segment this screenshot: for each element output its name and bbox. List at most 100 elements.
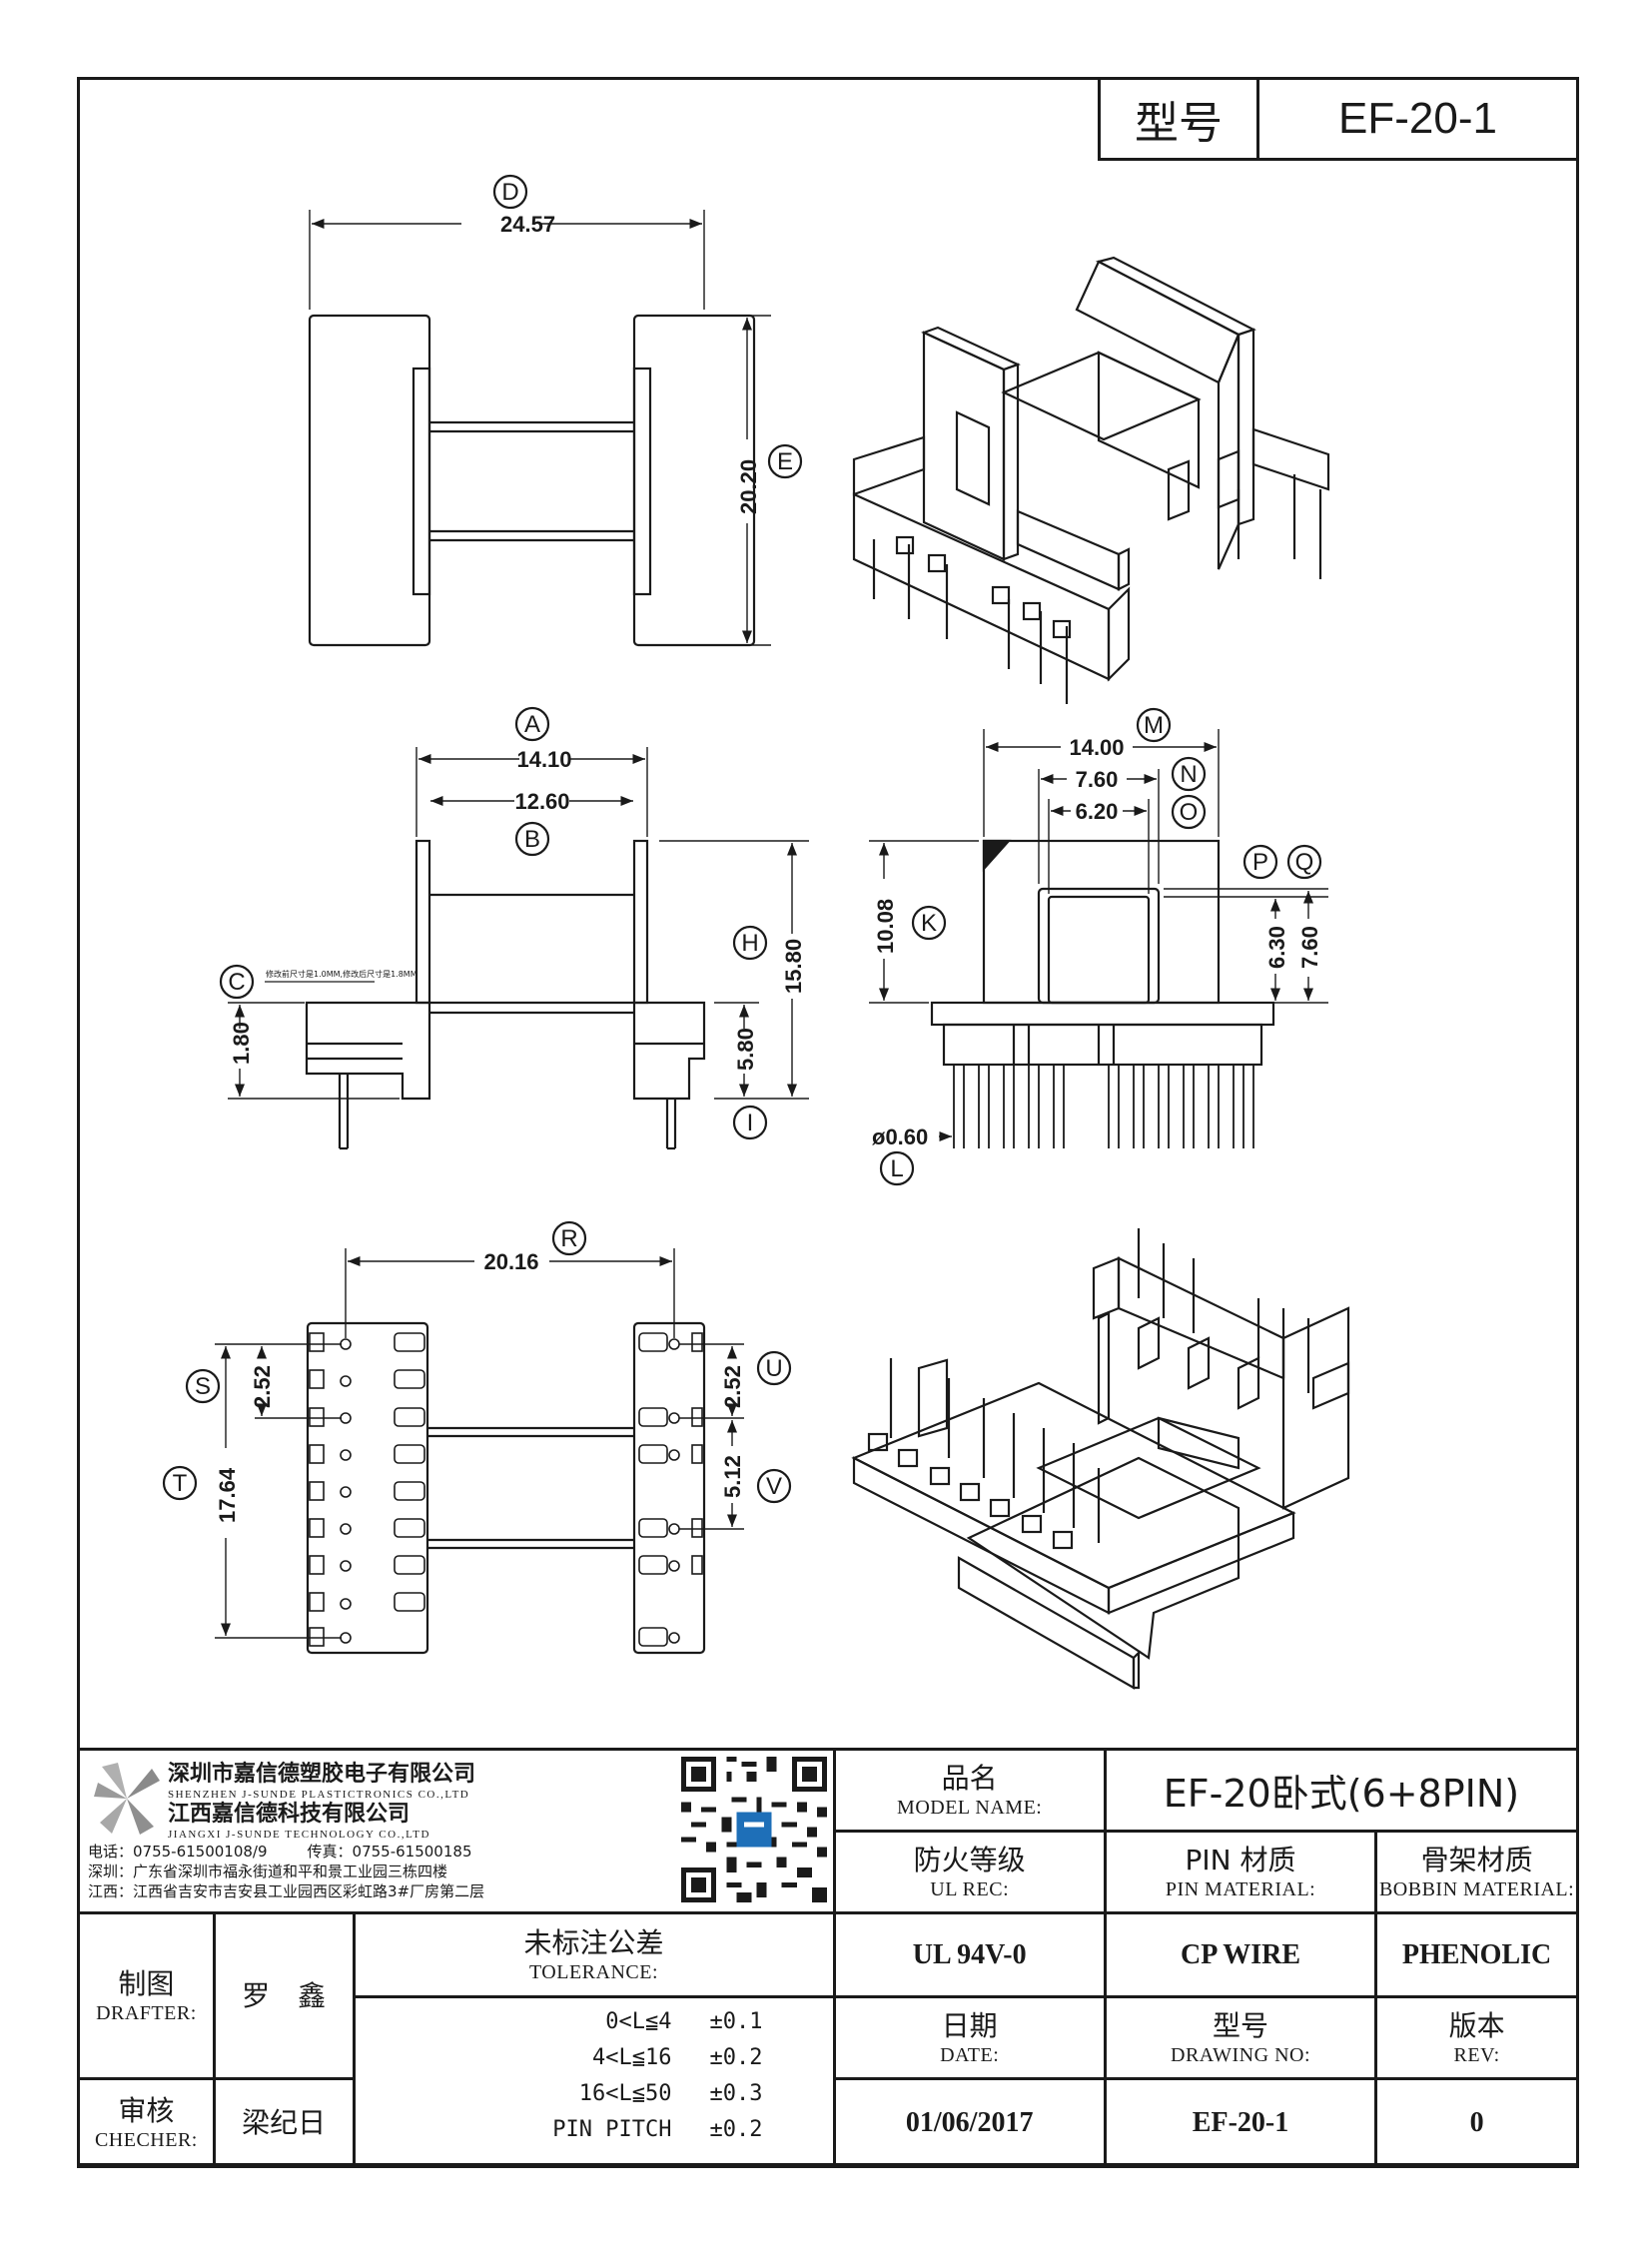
tolerance-value: ±0.1 — [709, 2009, 763, 2034]
tag-n-circle — [1171, 756, 1207, 792]
dim-t-value: 17.64 — [215, 1467, 240, 1523]
tag-d: D — [501, 179, 518, 206]
qr-code — [680, 1757, 827, 1902]
tag-b-circle — [514, 821, 550, 857]
tag-k: K — [921, 910, 937, 937]
tag-m: M — [1144, 712, 1164, 739]
checker-label-cn: 审核 — [118, 2093, 175, 2127]
dim-u-value: 2.52 — [720, 1365, 745, 1408]
drafter-label: 制图 DRAFTER: — [77, 1911, 216, 2080]
tag-h: H — [741, 930, 758, 957]
company-fax: 传真：0755-61500185 — [307, 1842, 472, 1861]
ul-label-cn: 防火等级 — [913, 1843, 1026, 1876]
dim-k-value: 10.08 — [873, 899, 898, 954]
top-view-right-step — [632, 367, 652, 596]
checker-value-text: 梁纪日 — [242, 2105, 327, 2139]
tolerance-range: 0<L≦4 — [605, 2009, 672, 2034]
model-label-text: 型号 — [1135, 98, 1223, 149]
dim-e-value: 20.20 — [736, 459, 761, 514]
checker-label-en: CHECHER: — [94, 2128, 198, 2151]
drawing-no-label: 型号 DRAWING NO: — [1103, 1995, 1378, 2080]
company-name-jx-en: JIANGXI J-SUNDE TECHNOLOGY CO.,LTD — [168, 1828, 430, 1841]
bottom-view-right-pins — [638, 1332, 703, 1647]
title-block: 深圳市嘉信德塑胶电子有限公司 SHENZHEN J-SUNDE PLASTICT… — [77, 1748, 1580, 2168]
dim-v-value: 5.12 — [720, 1455, 745, 1498]
drawing-labels: 24.57 D 20.20 E 14.10 A 12.60 B C 修改前尺寸是… — [173, 179, 1322, 1523]
bobbin-label-cn: 骨架材质 — [1420, 1843, 1533, 1876]
tag-a: A — [524, 711, 540, 738]
iso-view-top — [852, 256, 1330, 704]
bobbin-value-text: PHENOLIC — [1401, 1938, 1552, 1970]
tag-u: U — [765, 1355, 782, 1382]
tag-m-circle — [1136, 707, 1172, 743]
tolerance-label-en: TOLERANCE: — [528, 1960, 659, 1983]
pin-label-en: PIN MATERIAL: — [1165, 1877, 1316, 1900]
model-name-label-cn: 品名 — [941, 1761, 998, 1795]
drafter-value: 罗 鑫 — [212, 1911, 356, 2080]
date-value-text: 01/06/2017 — [905, 2106, 1034, 2138]
technical-drawing — [162, 174, 1350, 1690]
ul-label-en: UL REC: — [930, 1877, 1010, 1900]
tolerance-row: PIN PITCH ±0.2 — [356, 2112, 833, 2148]
tolerance-label-cn: 未标注公差 — [523, 1925, 664, 1959]
tolerance-value: ±0.2 — [709, 2117, 763, 2142]
tag-n: N — [1180, 761, 1197, 788]
tolerance-value: ±0.3 — [709, 2081, 763, 2106]
rev-label: 版本 REV: — [1374, 1995, 1579, 2080]
note-c: 修改前尺寸是1.0MM,修改后尺寸是1.8MM — [266, 969, 417, 979]
bottom-view — [215, 1248, 744, 1655]
bobbin-value: PHENOLIC — [1374, 1911, 1579, 1998]
header-model-value: EF-20-1 — [1256, 77, 1579, 161]
tag-r-circle — [551, 1220, 587, 1256]
tag-l: L — [890, 1155, 903, 1182]
pin-label-cn: PIN 材质 — [1185, 1843, 1296, 1876]
dim-a-value: 14.10 — [516, 747, 571, 772]
dim-s-value: 2.52 — [250, 1365, 275, 1408]
drawing-no-label-en: DRAWING NO: — [1171, 2043, 1311, 2066]
dim-l-value: ø0.60 — [872, 1124, 928, 1149]
front-view-pins — [953, 1065, 1254, 1148]
tag-d-circle — [492, 174, 528, 210]
dim-i-value: 5.80 — [733, 1028, 758, 1071]
rev-label-cn: 版本 — [1448, 2008, 1505, 2042]
tolerance-range: 16<L≦50 — [578, 2081, 672, 2106]
company-addr-jx: 江西：江西省吉安市吉安县工业园西区彩虹路3#厂房第二层 — [88, 1881, 485, 1900]
company-name-jx: 江西嘉信德科技有限公司 — [168, 1801, 411, 1827]
tag-k-circle — [911, 905, 947, 941]
drafter-value-text: 罗 鑫 — [242, 1978, 327, 2012]
company-name-sz: 深圳市嘉信德塑胶电子有限公司 — [168, 1761, 476, 1787]
tolerance-table: 0<L≦4 ±0.1 4<L≦16 ±0.2 16<L≦50 ±0.3 PIN … — [352, 1995, 836, 2168]
rev-value-text: 0 — [1469, 2106, 1484, 2138]
dim-c-value: 1.80 — [229, 1022, 254, 1065]
dim-q-value: 7.60 — [1297, 926, 1322, 969]
tag-h-circle — [732, 925, 768, 961]
header-model-label: 型号 — [1098, 77, 1259, 161]
drawing-no-value-text: EF-20-1 — [1192, 2106, 1289, 2138]
drawing-no-value: EF-20-1 — [1103, 2077, 1378, 2168]
company-addr-sz: 深圳：广东省深圳市福永街道和平和景工业园三栋四楼 — [88, 1862, 448, 1880]
bottom-view-left-pins — [309, 1332, 425, 1647]
tag-i-circle — [732, 1105, 768, 1140]
model-name-value: EF-20卧式(6+8PIN) — [1103, 1748, 1580, 1833]
tag-e: E — [777, 448, 793, 475]
model-name-value-text: EF-20卧式(6+8PIN) — [1163, 1772, 1520, 1816]
date-label-cn: 日期 — [941, 2008, 998, 2042]
drafter-label-en: DRAFTER: — [96, 2001, 197, 2024]
model-value-text: EF-20-1 — [1338, 94, 1497, 143]
tag-o: O — [1180, 799, 1199, 826]
model-name-label: 品名 MODEL NAME: — [832, 1748, 1107, 1833]
dim-n-value: 7.60 — [1076, 767, 1119, 792]
model-name-label-en: MODEL NAME: — [897, 1796, 1043, 1819]
company-block: 深圳市嘉信德塑胶电子有限公司 SHENZHEN J-SUNDE PLASTICT… — [77, 1748, 836, 1914]
front-view — [869, 729, 1328, 1148]
bobbin-material-label: 骨架材质 BOBBIN MATERIAL: — [1374, 1830, 1579, 1914]
dim-m-value: 14.00 — [1069, 735, 1124, 760]
tolerance-header: 未标注公差 TOLERANCE: — [352, 1911, 836, 1998]
top-view-left-step — [412, 367, 431, 596]
tag-u-circle — [756, 1350, 792, 1386]
tag-t: T — [173, 1470, 188, 1497]
drafter-label-cn: 制图 — [118, 1966, 175, 2000]
ul-value-text: UL 94V-0 — [912, 1938, 1027, 1970]
dim-r-value: 20.16 — [483, 1249, 538, 1274]
checker-value: 梁纪日 — [212, 2077, 356, 2168]
